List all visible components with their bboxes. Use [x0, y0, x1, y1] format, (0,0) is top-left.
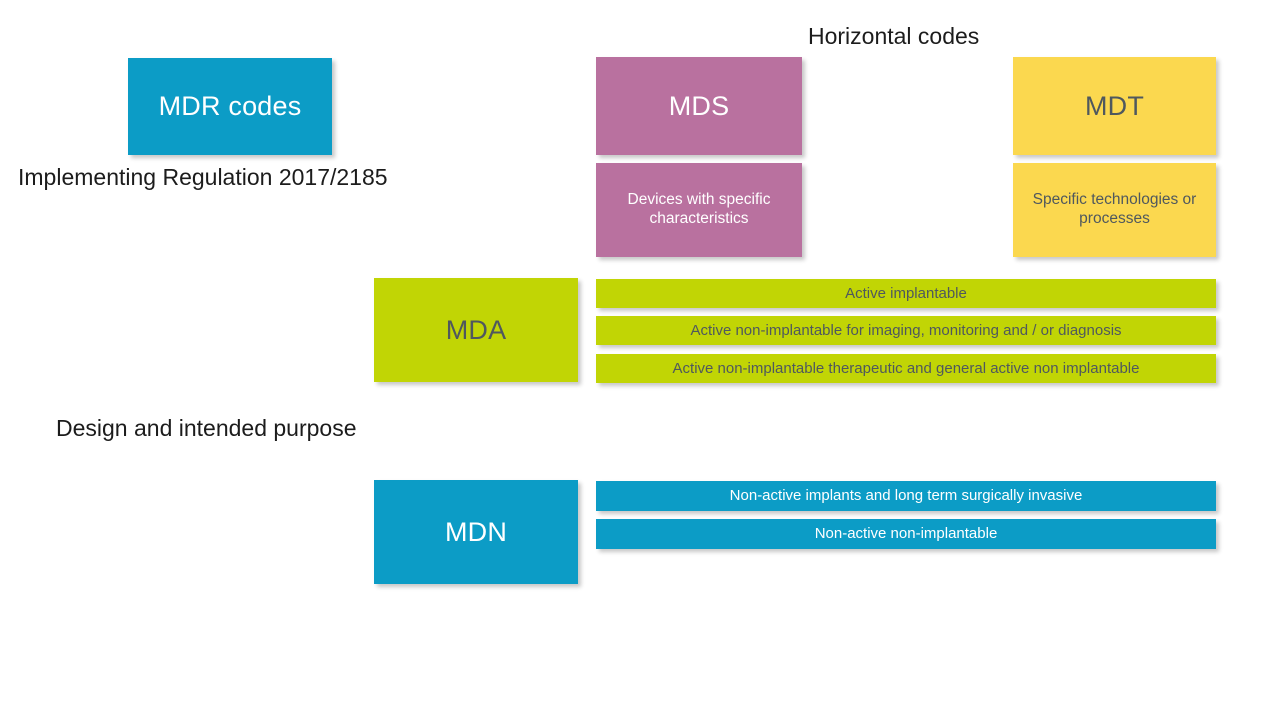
mda-item-bar: Active non-implantable therapeutic and g… — [596, 354, 1216, 383]
mds-description-label: Devices with specific characteristics — [627, 191, 771, 227]
mda-item-bar: Active implantable — [596, 279, 1216, 308]
mdn-code-box: MDN — [374, 480, 578, 584]
design-and-intended-purpose-caption: Design and intended purpose — [56, 415, 357, 441]
implementing-regulation-caption: Implementing Regulation 2017/2185 — [18, 164, 388, 190]
mdt-description-box: Specific technologies or processes — [1013, 163, 1216, 257]
mda-item-label: Active non-implantable for imaging, moni… — [690, 321, 1122, 339]
mdn-item-label: Non-active non-implantable — [814, 525, 998, 542]
mds-code-box: MDS — [596, 57, 802, 155]
mdn-code-label: MDN — [444, 516, 508, 547]
mda-item-label: Active implantable — [845, 284, 967, 302]
mdt-description-label: Specific technologies or processes — [1032, 191, 1197, 227]
mda-item-bar: Active non-implantable for imaging, moni… — [596, 316, 1216, 345]
mds-description-box: Devices with specific characteristics — [596, 163, 802, 257]
mdn-item-bar: Non-active implants and long term surgic… — [596, 481, 1216, 511]
mds-code-label: MDS — [668, 90, 730, 121]
horizontal-codes-heading: Horizontal codes — [808, 23, 980, 49]
mdn-item-label: Non-active implants and long term surgic… — [729, 487, 1083, 504]
mdr-codes-label: MDR codes — [158, 91, 302, 122]
mda-code-label: MDA — [445, 314, 507, 345]
mdt-code-box: MDT — [1013, 57, 1216, 155]
mdr-codes-box: MDR codes — [128, 58, 332, 155]
mda-code-box: MDA — [374, 278, 578, 382]
mdt-code-label: MDT — [1084, 90, 1145, 121]
mda-item-label: Active non-implantable therapeutic and g… — [672, 359, 1140, 377]
mdn-item-bar: Non-active non-implantable — [596, 519, 1216, 549]
